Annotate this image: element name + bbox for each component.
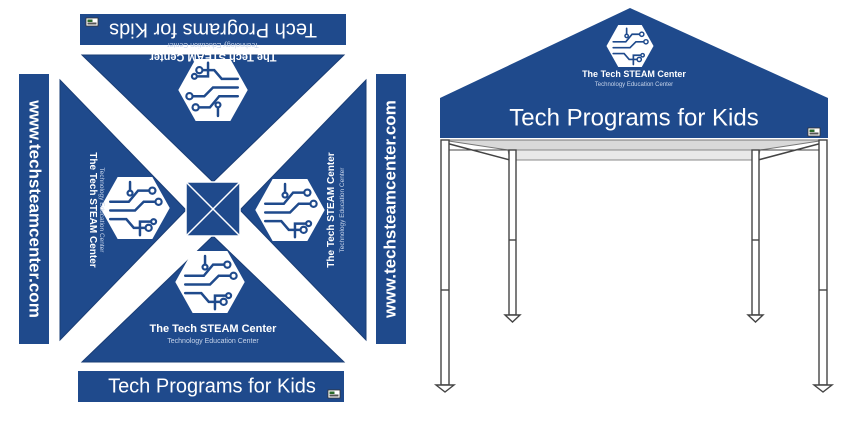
tent-front-valance (440, 98, 828, 138)
flat-layout: Tech Programs for Kids Tech Programs for… (19, 14, 406, 402)
roof-bottom-brand-name: The Tech STEAM Center (150, 323, 278, 335)
tent-roof-tagline: Technology Education Center (595, 82, 673, 88)
tent-frame (441, 139, 827, 161)
roof-bottom-branding: The Tech STEAM Center Technology Educati… (150, 249, 278, 345)
roof-top-tagline: Technology Education Center (167, 41, 259, 48)
roof-right-brand-name: The Tech STEAM Center (326, 152, 337, 267)
right-valance-text: www.techsteamcenter.com (380, 100, 399, 319)
top-valance-banner: Tech Programs for Kids (80, 14, 346, 45)
right-valance-banner: www.techsteamcenter.com (376, 74, 406, 344)
roof-right-branding: The Tech STEAM Center Technology Educati… (254, 152, 346, 268)
left-valance-text: www.techsteamcenter.com (26, 99, 45, 318)
roof-left-brand-name: The Tech STEAM Center (87, 152, 98, 267)
roof-right-tagline: Technology Education Center (339, 167, 346, 253)
bottom-valance-badge-icon (327, 389, 341, 399)
roof-bottom-tagline: Technology Education Center (167, 338, 259, 345)
roof-top-branding: The Tech STEAM Center Technology Educati… (149, 41, 277, 123)
bottom-valance-text: Tech Programs for Kids (108, 375, 316, 397)
tent-roof-brand-name: The Tech STEAM Center (582, 69, 686, 79)
roof-left-branding: The Tech STEAM Center Technology Educati… (87, 152, 171, 268)
roof-left-tagline: Technology Education Center (98, 168, 105, 254)
tent-3d-preview: The Tech STEAM Center Technology Educati… (433, 8, 835, 393)
tent-valance-badge-icon (807, 127, 821, 137)
tent-valance-text: Tech Programs for Kids (509, 104, 758, 131)
top-valance-badge-icon (85, 17, 99, 27)
bottom-valance-banner: Tech Programs for Kids (78, 371, 344, 402)
tent-legs (433, 139, 835, 393)
left-valance-banner: www.techsteamcenter.com (19, 74, 49, 344)
top-valance-text: Tech Programs for Kids (109, 19, 317, 41)
roof-top-brand-name: The Tech STEAM Center (149, 51, 277, 63)
